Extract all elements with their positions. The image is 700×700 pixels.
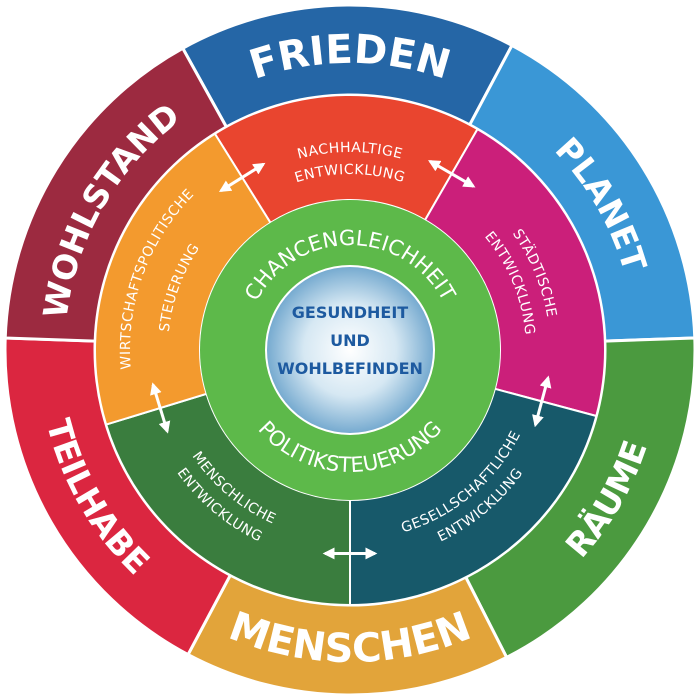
center-line-1: GESUNDHEIT [292, 303, 409, 322]
double-arrow-icon [532, 375, 552, 428]
double-arrow-icon [150, 382, 171, 434]
center-circle [265, 265, 435, 435]
middle-ring [94, 94, 606, 607]
connection-arrows [150, 159, 552, 560]
center-line-2: UND [330, 331, 370, 350]
center-line-3: WOHLBEFINDEN [277, 359, 423, 378]
double-arrow-icon [428, 159, 476, 188]
double-arrow-icon [218, 162, 266, 192]
label-nachhaltige-1: NACHHALTIGE [296, 140, 405, 163]
